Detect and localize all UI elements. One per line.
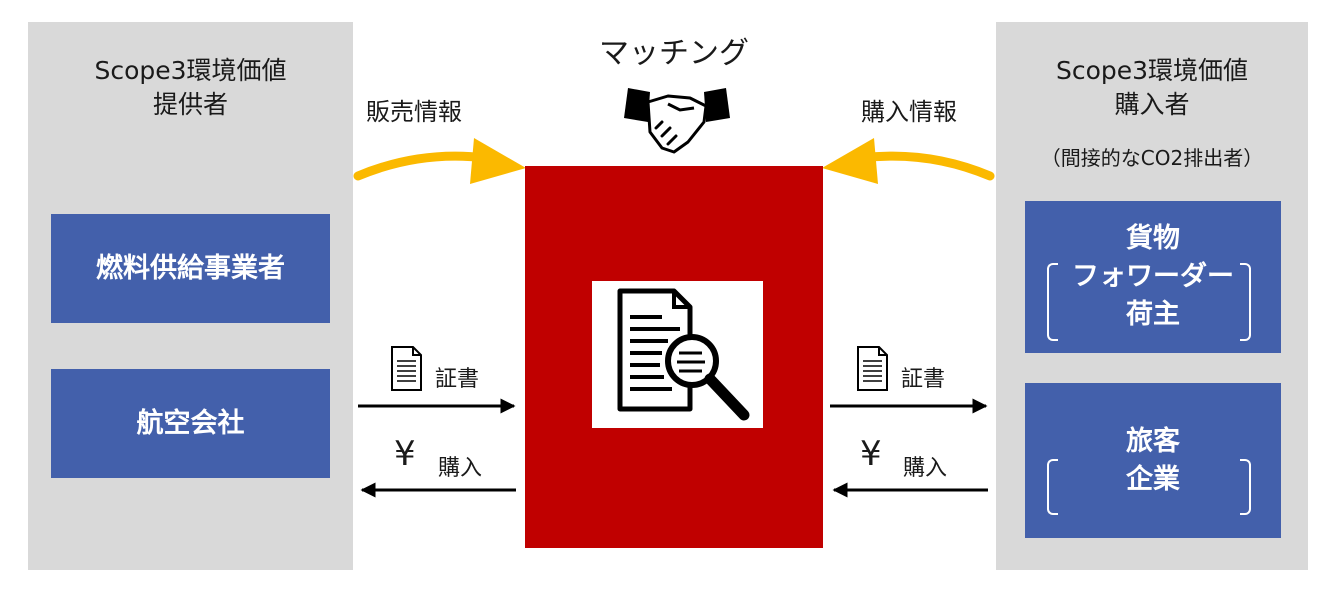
passenger-bracket-left xyxy=(1047,459,1058,515)
cargo-label: 貨物 xyxy=(1126,223,1180,254)
buyer-note: （間接的なCO2排出者） xyxy=(1040,146,1264,170)
provider-heading-line1: Scope3環境価値 xyxy=(94,56,287,85)
yen-icon: ¥ xyxy=(860,434,882,474)
buyer-heading-line1: Scope3環境価値 xyxy=(1055,56,1249,85)
passenger-label: 旅客 xyxy=(1126,425,1180,457)
sales-info-arrow xyxy=(353,138,526,184)
document-icon xyxy=(857,346,888,391)
actor-airline-label: 航空会社 xyxy=(136,407,245,439)
company-label: 企業 xyxy=(1126,463,1180,495)
handshake-icon xyxy=(624,88,730,154)
purchase-label-right: 購入 xyxy=(903,456,948,481)
cargo-bracket-left xyxy=(1047,263,1058,341)
certificate-label-right: 証書 xyxy=(901,367,946,392)
document-search-icon xyxy=(617,288,750,421)
actor-fuel-supplier-label: 燃料供給事業者 xyxy=(96,252,285,284)
matching-title: マッチング xyxy=(599,36,749,71)
sales-info-label: 販売情報 xyxy=(366,98,462,126)
actor-fuel-supplier: 燃料供給事業者 xyxy=(51,214,330,323)
document-icon xyxy=(391,346,422,391)
purchase-info-label: 購入情報 xyxy=(861,98,957,126)
actor-airline: 航空会社 xyxy=(51,369,330,478)
cargo-bracket-right xyxy=(1240,263,1251,341)
purchase-info-arrow xyxy=(822,138,995,184)
shipper-label: 荷主 xyxy=(1126,299,1180,330)
passenger-bracket-right xyxy=(1240,459,1251,515)
purchase-label-left: 購入 xyxy=(438,456,483,481)
forwarder-label: フォワーダー xyxy=(1072,261,1234,292)
yen-icon: ¥ xyxy=(394,434,416,474)
buyer-heading-line2: 購入者 xyxy=(1114,90,1190,119)
certificate-label-left: 証書 xyxy=(435,367,480,392)
provider-heading-line2: 提供者 xyxy=(152,90,228,119)
actor-cargo-group: 貨物 フォワーダー 荷主 xyxy=(1025,201,1281,353)
document-search-card xyxy=(592,281,763,428)
actor-passenger-group: 旅客 企業 xyxy=(1025,383,1281,538)
